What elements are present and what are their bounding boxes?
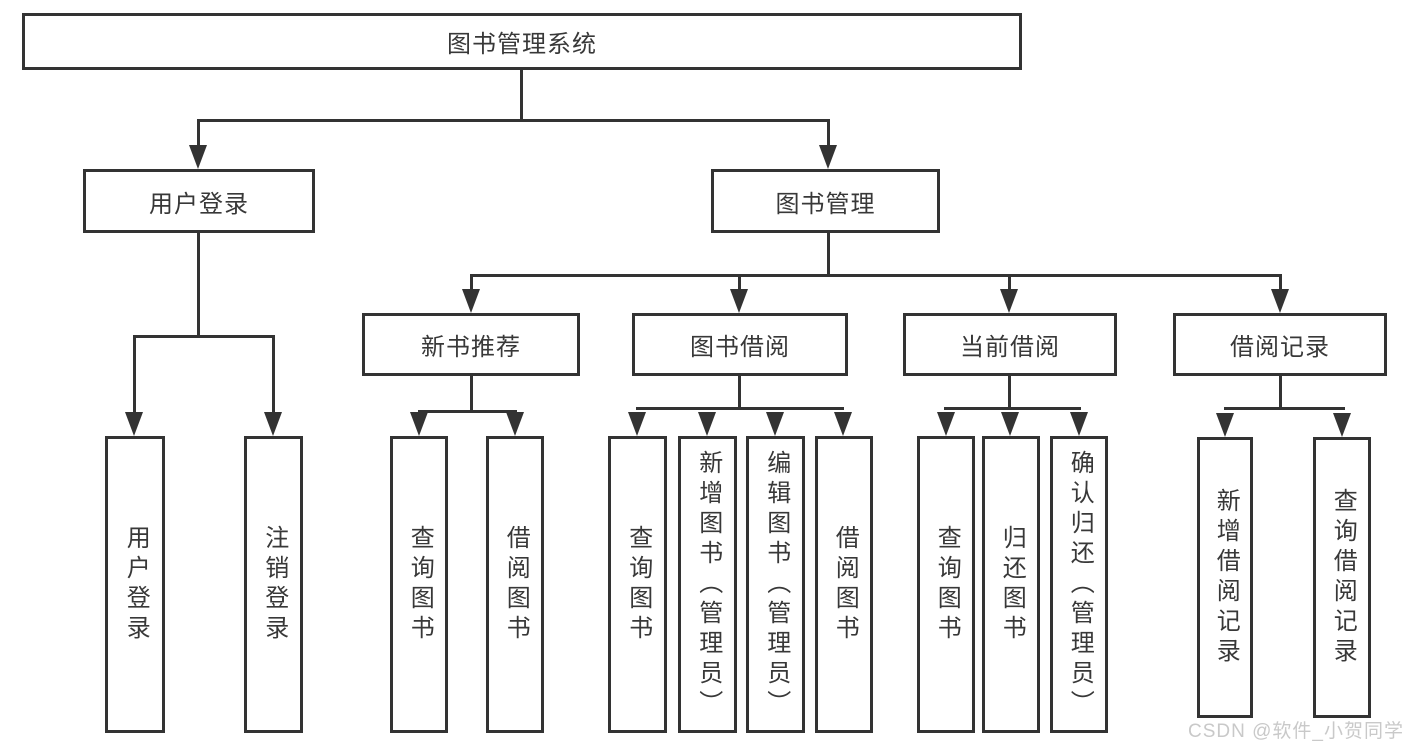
connector-currentborrow-hline bbox=[944, 407, 1081, 410]
node-user-login-label: 用户登录 bbox=[149, 190, 249, 218]
leaf-logout: 注销登录 bbox=[244, 436, 303, 733]
connector-bookmgmt-stub bbox=[827, 119, 830, 149]
node-root: 图书管理系统 bbox=[22, 13, 1022, 70]
connector-l3-stub bbox=[1008, 274, 1011, 292]
node-root-label: 图书管理系统 bbox=[447, 31, 597, 58]
connector-l3-stub bbox=[470, 274, 473, 292]
leaf-bb-query-book: 查询图书 bbox=[608, 436, 667, 733]
arrow-to-leaf bbox=[1001, 412, 1019, 436]
node-borrow-record-label: 借阅记录 bbox=[1230, 334, 1330, 361]
leaf-user-login-label: 用户登录 bbox=[122, 524, 150, 645]
leaf-bb-add-book: 新增图书（管理员） bbox=[678, 436, 737, 733]
connector-bookborrow-vline bbox=[738, 376, 741, 410]
node-new-book-rec-label: 新书推荐 bbox=[421, 334, 521, 361]
arrow-to-leaf bbox=[1070, 412, 1088, 436]
leaf-br-add-record: 新增借阅记录 bbox=[1197, 437, 1253, 718]
connector-currentborrow-vline bbox=[1008, 376, 1011, 410]
arrow-to-leaf bbox=[698, 412, 716, 436]
arrow-to-book-mgmt bbox=[819, 145, 837, 169]
arrow-to-leaf-user-login bbox=[125, 412, 143, 436]
arrow-to-leaf-logout bbox=[264, 412, 282, 436]
leaf-bb-borrow-book: 借阅图书 bbox=[815, 436, 873, 733]
leaf-br-query-record-label: 查询借阅记录 bbox=[1329, 487, 1357, 668]
arrow-to-leaf bbox=[834, 412, 852, 436]
arrow-to-leaf bbox=[1216, 413, 1234, 437]
leaf-bb-edit-book-label: 编辑图书（管理员） bbox=[762, 449, 790, 720]
leaf-rec-borrow-book: 借阅图书 bbox=[486, 436, 544, 733]
node-book-mgmt: 图书管理 bbox=[711, 169, 940, 233]
leaf-cb-return-book-label: 归还图书 bbox=[998, 524, 1026, 645]
leaf-user-login: 用户登录 bbox=[105, 436, 165, 733]
arrow-to-new-book-rec bbox=[462, 289, 480, 313]
leaf-bb-add-book-label: 新增图书（管理员） bbox=[694, 449, 722, 720]
arrow-to-leaf bbox=[410, 412, 428, 436]
leaf-cb-confirm-return: 确认归还（管理员） bbox=[1050, 436, 1108, 733]
connector-newbookrec-vline bbox=[470, 376, 473, 413]
node-book-borrow: 图书借阅 bbox=[632, 313, 848, 376]
connector-userlogin-hline bbox=[133, 335, 275, 338]
node-user-login: 用户登录 bbox=[83, 169, 315, 233]
connector-borrowrecord-vline bbox=[1279, 376, 1282, 410]
leaf-rec-query-book-label: 查询图书 bbox=[406, 524, 434, 645]
connector-bookborrow-hline bbox=[636, 407, 844, 410]
leaf-cb-query-book: 查询图书 bbox=[917, 436, 975, 733]
leaf-bb-query-book-label: 查询图书 bbox=[624, 524, 652, 645]
arrow-to-user-login bbox=[189, 145, 207, 169]
connector-userlogin-vline bbox=[197, 233, 200, 338]
arrow-to-leaf bbox=[506, 412, 524, 436]
leaf-br-add-record-label: 新增借阅记录 bbox=[1212, 487, 1240, 668]
node-book-mgmt-label: 图书管理 bbox=[775, 190, 876, 218]
connector-bookmgmt-hline bbox=[470, 274, 1282, 277]
connector-l3-stub bbox=[1279, 274, 1282, 292]
leaf-bb-edit-book: 编辑图书（管理员） bbox=[746, 436, 805, 733]
node-book-borrow-label: 图书借阅 bbox=[690, 334, 790, 361]
connector-root-hline bbox=[197, 119, 830, 122]
connector-bookmgmt-vline bbox=[827, 233, 830, 277]
arrow-to-leaf bbox=[628, 412, 646, 436]
connector-l3-stub bbox=[738, 274, 741, 292]
arrow-to-borrow-record bbox=[1271, 289, 1289, 313]
connector-leaf-stub bbox=[133, 335, 136, 415]
node-current-borrow-label: 当前借阅 bbox=[960, 334, 1060, 361]
node-current-borrow: 当前借阅 bbox=[903, 313, 1117, 376]
leaf-cb-confirm-return-label: 确认归还（管理员） bbox=[1066, 449, 1094, 720]
arrow-to-current-borrow bbox=[1000, 289, 1018, 313]
arrow-to-book-borrow bbox=[730, 289, 748, 313]
connector-newbookrec-hline bbox=[418, 410, 517, 413]
arrow-to-leaf bbox=[1333, 413, 1351, 437]
leaf-bb-borrow-book-label: 借阅图书 bbox=[831, 524, 859, 645]
leaf-rec-query-book: 查询图书 bbox=[390, 436, 448, 733]
leaf-rec-borrow-book-label: 借阅图书 bbox=[502, 524, 530, 645]
connector-root-vline bbox=[520, 70, 523, 120]
connector-userlogin-stub bbox=[197, 119, 200, 149]
leaf-br-query-record: 查询借阅记录 bbox=[1313, 437, 1371, 718]
csdn-watermark: CSDN @软件_小贺同学 bbox=[1188, 721, 1404, 742]
node-borrow-record: 借阅记录 bbox=[1173, 313, 1387, 376]
leaf-cb-query-book-label: 查询图书 bbox=[933, 524, 961, 645]
connector-leaf-stub bbox=[272, 335, 275, 415]
arrow-to-leaf bbox=[937, 412, 955, 436]
arrow-to-leaf bbox=[766, 412, 784, 436]
node-new-book-rec: 新书推荐 bbox=[362, 313, 580, 376]
leaf-logout-label: 注销登录 bbox=[260, 524, 288, 645]
leaf-cb-return-book: 归还图书 bbox=[982, 436, 1040, 733]
connector-borrowrecord-hline bbox=[1224, 407, 1345, 410]
